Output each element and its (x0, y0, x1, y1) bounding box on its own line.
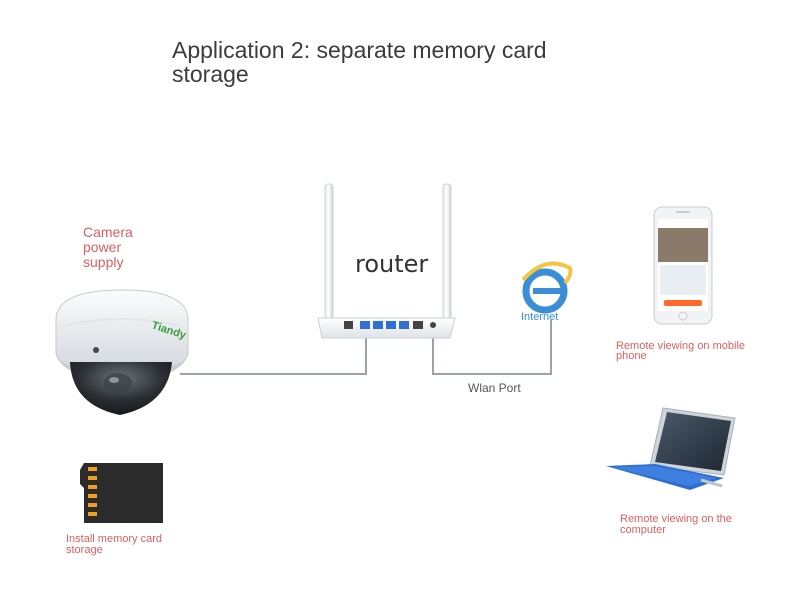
router-label: router (355, 250, 429, 278)
wlan-port-label: Wlan Port (468, 381, 521, 395)
computer-viewing-label: Remote viewing on the computer (620, 513, 732, 536)
internet-explorer-icon (521, 261, 573, 314)
tablet-laptop-icon (606, 407, 736, 490)
wlan-cable (432, 320, 552, 375)
memory-card-label: Install memory card storage (66, 533, 162, 556)
dome-camera-icon: Tiandy (55, 289, 189, 415)
sd-card-icon (80, 463, 163, 523)
camera-power-label: Camera power supply (83, 224, 133, 270)
camera-cable (180, 330, 367, 375)
router-icon (317, 183, 456, 339)
diagram-title: Application 2: separate memory card stor… (172, 37, 547, 87)
smartphone-icon (653, 206, 713, 325)
internet-label: Internet (521, 311, 559, 323)
mobile-viewing-label: Remote viewing on mobile phone (616, 340, 746, 362)
network-cables (180, 320, 552, 375)
